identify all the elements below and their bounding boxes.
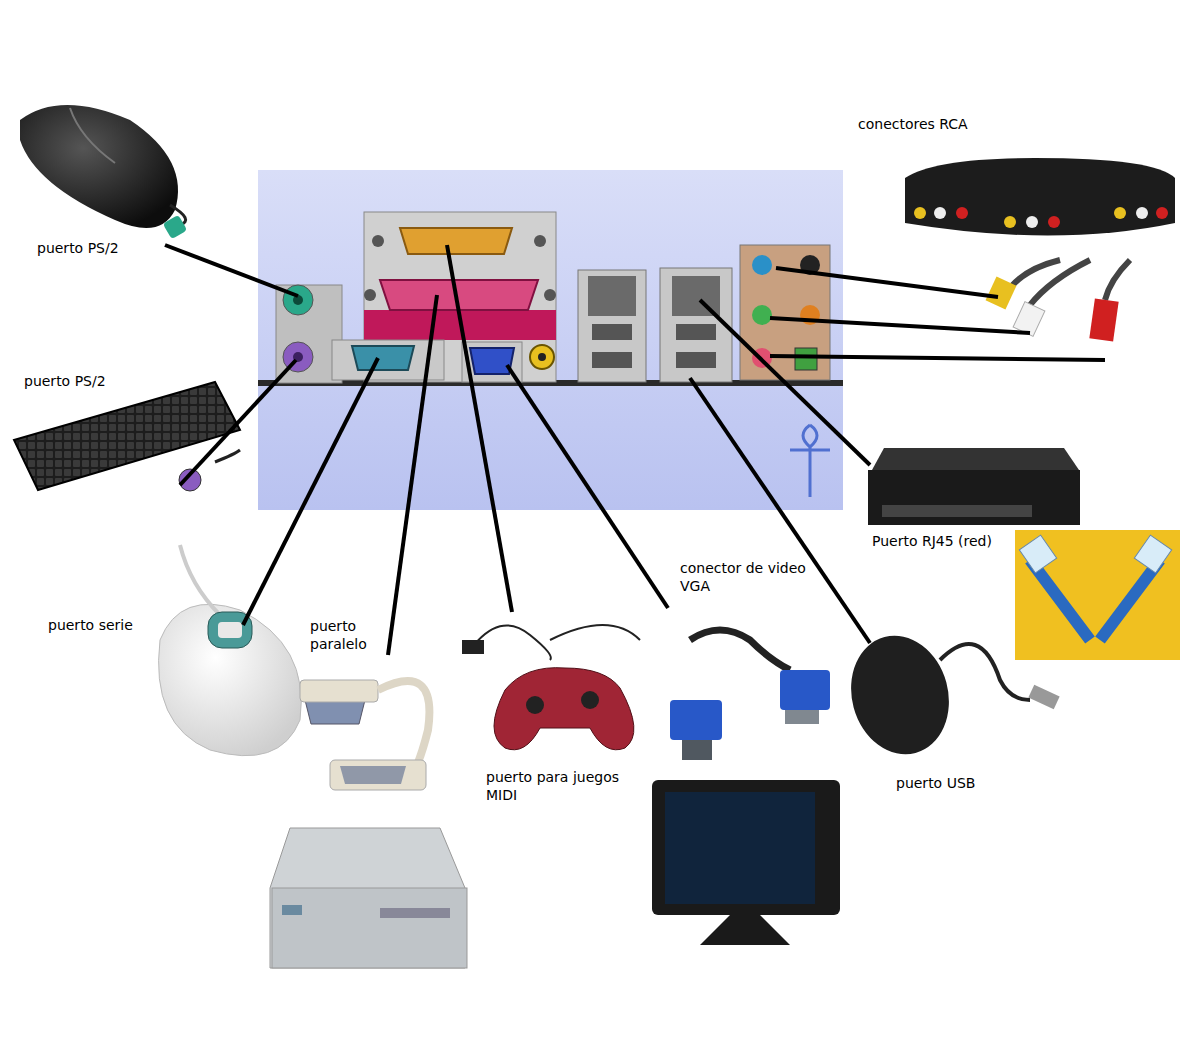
- port-label: conectores RCA: [858, 115, 1008, 133]
- port-label: puerto para juegos MIDI: [486, 768, 646, 804]
- port-label: puerto serie: [48, 616, 168, 634]
- port-label: puerto PS/2: [37, 239, 157, 257]
- port-label: Puerto RJ45 (red): [872, 532, 1012, 550]
- port-label: puerto paralelo: [310, 617, 382, 653]
- port-label: conector de video VGA: [680, 559, 830, 595]
- port-label: puerto PS/2: [24, 372, 144, 390]
- port-label: puerto USB: [896, 774, 1016, 792]
